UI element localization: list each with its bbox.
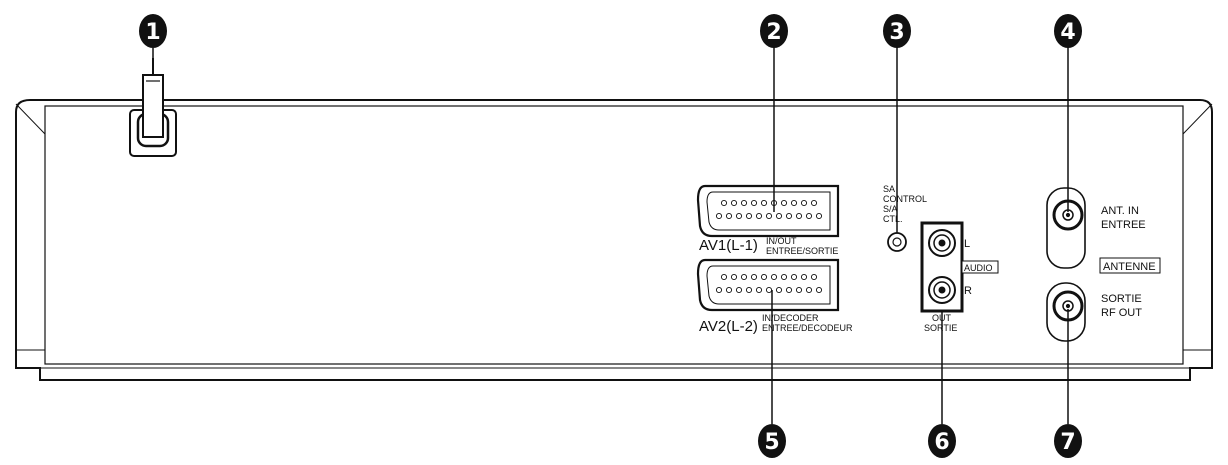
svg-text:3: 3 <box>889 20 904 45</box>
svg-text:7: 7 <box>1060 430 1075 455</box>
ant-entree-label: ENTREE <box>1101 219 1146 231</box>
av1-scart-connector <box>696 184 840 238</box>
svg-text:1: 1 <box>145 20 160 45</box>
svg-text:2: 2 <box>766 20 781 45</box>
callout-3: 3 <box>883 14 911 48</box>
svg-text:S/A: S/A <box>883 204 898 214</box>
sa-control-text: SA CONTROL S/A CTL. <box>883 184 927 224</box>
antenna-in-connector <box>1046 187 1086 269</box>
callout-2: 2 <box>760 14 788 48</box>
power-cord <box>129 58 177 157</box>
callout-7: 7 <box>1054 424 1082 458</box>
svg-text:4: 4 <box>1060 20 1075 45</box>
audio-sortie-label: SORTIE <box>924 323 957 333</box>
audio-l-label: L <box>964 238 970 250</box>
av2-sub-label-1: IN/DECODER <box>762 313 819 323</box>
av2-scart-connector <box>696 258 840 312</box>
svg-text:SA: SA <box>883 184 895 194</box>
audio-box-label: AUDIO <box>964 263 993 273</box>
callout-5: 5 <box>758 424 786 458</box>
av2-pins <box>715 273 823 294</box>
callout-leader-lines <box>152 47 1069 424</box>
rf-out-connector <box>1046 282 1086 342</box>
audio-out-jacks <box>920 221 999 313</box>
svg-text:CTL.: CTL. <box>883 214 903 224</box>
av1-pins <box>715 199 823 220</box>
av2-label: AV2(L-2) <box>699 318 758 335</box>
av2-sub-label-2: ENTREE/DECODEUR <box>762 323 853 333</box>
callout-4: 4 <box>1054 14 1082 48</box>
rf-out-label: RF OUT <box>1101 307 1142 319</box>
ant-in-label: ANT. IN <box>1101 205 1139 217</box>
svg-text:CONTROL: CONTROL <box>883 194 927 204</box>
av1-sub-label-1: IN/OUT <box>766 236 797 246</box>
antenne-box <box>1099 257 1161 274</box>
svg-text:5: 5 <box>764 430 779 455</box>
antenne-label: ANTENNE <box>1103 261 1156 273</box>
av1-sub-label-2: ENTREE/SORTIE <box>766 246 838 256</box>
audio-r-label: R <box>964 285 972 297</box>
sa-control-jack <box>887 232 907 252</box>
rf-sortie-label: SORTIE <box>1101 293 1142 305</box>
device-body <box>15 99 1213 381</box>
av1-label: AV1(L-1) <box>699 237 758 254</box>
callout-1: 1 <box>139 14 167 48</box>
callout-6: 6 <box>928 424 956 458</box>
svg-text:6: 6 <box>934 430 949 455</box>
